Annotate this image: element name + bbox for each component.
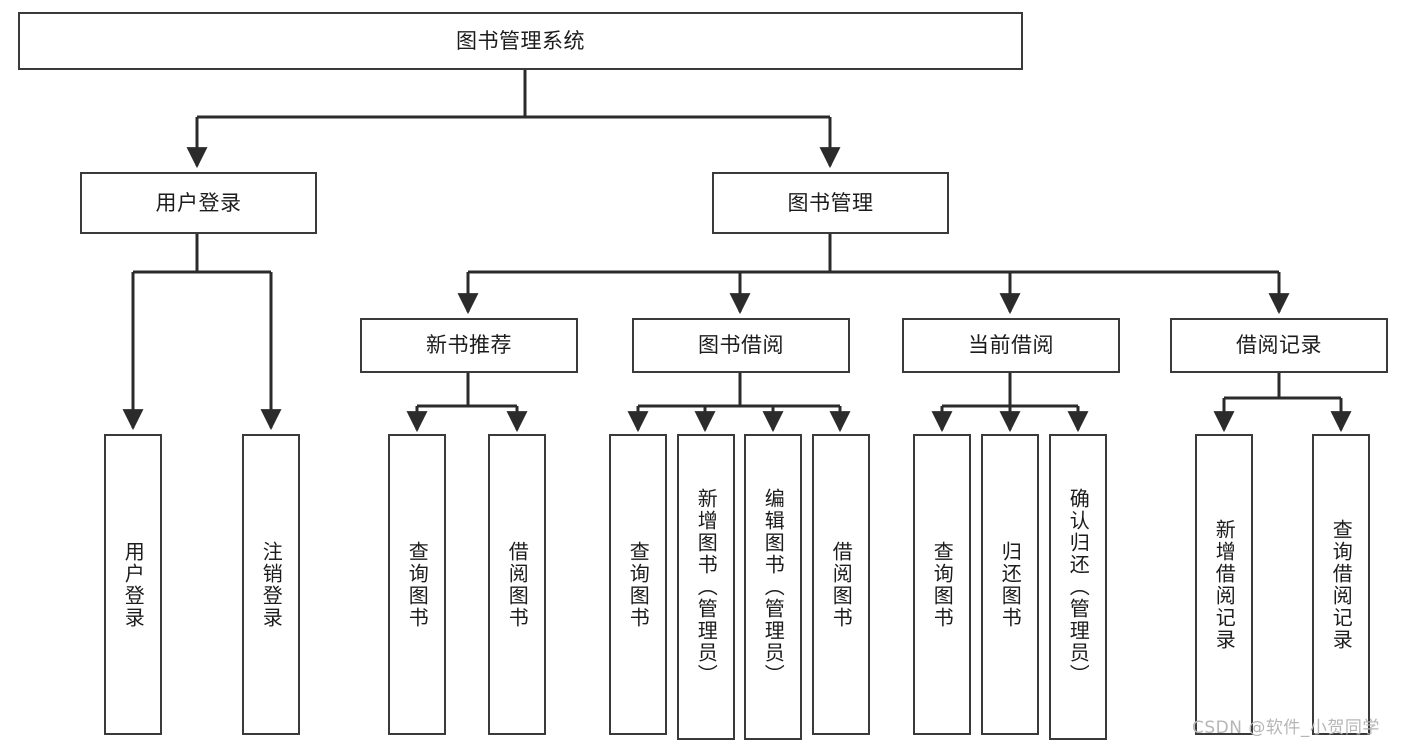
node-book-borrow[interactable]: 图书借阅 bbox=[632, 318, 850, 373]
node-borrow-record[interactable]: 借阅记录 bbox=[1170, 318, 1388, 373]
node-user-login[interactable]: 用户登录 bbox=[80, 172, 317, 234]
leaf-user-logout[interactable]: 注销登录 bbox=[242, 434, 300, 735]
leaf-confirm-return-admin[interactable]: 确认归还（管理员） bbox=[1049, 434, 1107, 740]
leaf-query-borrow-record[interactable]: 查询借阅记录 bbox=[1312, 434, 1370, 735]
node-label: 借阅图书 bbox=[829, 540, 854, 629]
leaf-edit-book-admin[interactable]: 编辑图书（管理员） bbox=[744, 434, 802, 740]
node-label: 借阅图书 bbox=[505, 540, 530, 629]
leaf-add-borrow-record[interactable]: 新增借阅记录 bbox=[1195, 434, 1253, 735]
leaf-user-login[interactable]: 用户登录 bbox=[104, 434, 162, 735]
leaf-return-book[interactable]: 归还图书 bbox=[981, 434, 1039, 735]
node-label: 用户登录 bbox=[155, 190, 242, 215]
node-label: 图书管理 bbox=[787, 190, 874, 215]
leaf-borrow-book-recommend[interactable]: 借阅图书 bbox=[488, 434, 546, 735]
node-label: 归还图书 bbox=[998, 540, 1023, 629]
node-label: 确认归还（管理员） bbox=[1066, 488, 1091, 686]
node-current-borrow[interactable]: 当前借阅 bbox=[902, 318, 1120, 373]
leaf-query-book-current[interactable]: 查询图书 bbox=[913, 434, 971, 735]
leaf-query-book-recommend[interactable]: 查询图书 bbox=[388, 434, 446, 735]
node-book-management[interactable]: 图书管理 bbox=[712, 172, 949, 234]
node-label: 当前借阅 bbox=[968, 333, 1054, 358]
node-label: 图书借阅 bbox=[698, 333, 784, 358]
node-label: 新书推荐 bbox=[426, 333, 512, 358]
node-root-system[interactable]: 图书管理系统 bbox=[18, 12, 1023, 70]
node-label: 注销登录 bbox=[259, 540, 284, 629]
csdn-watermark: CSDN @软件_小贺同学 bbox=[1192, 718, 1380, 738]
leaf-query-book-borrow[interactable]: 查询图书 bbox=[609, 434, 667, 735]
node-label: 编辑图书（管理员） bbox=[761, 488, 786, 686]
node-label: 查询图书 bbox=[626, 540, 651, 629]
node-label: 查询图书 bbox=[405, 540, 430, 629]
node-label: 图书管理系统 bbox=[456, 28, 585, 53]
node-label: 新增借阅记录 bbox=[1212, 518, 1237, 651]
node-label: 查询借阅记录 bbox=[1329, 518, 1354, 651]
node-label: 用户登录 bbox=[121, 540, 146, 629]
leaf-borrow-book[interactable]: 借阅图书 bbox=[812, 434, 870, 735]
node-new-book-recommend[interactable]: 新书推荐 bbox=[360, 318, 578, 373]
node-label: 新增图书（管理员） bbox=[694, 488, 719, 686]
node-label: 借阅记录 bbox=[1236, 333, 1322, 358]
node-label: 查询图书 bbox=[930, 540, 955, 629]
leaf-add-book-admin[interactable]: 新增图书（管理员） bbox=[677, 434, 735, 740]
